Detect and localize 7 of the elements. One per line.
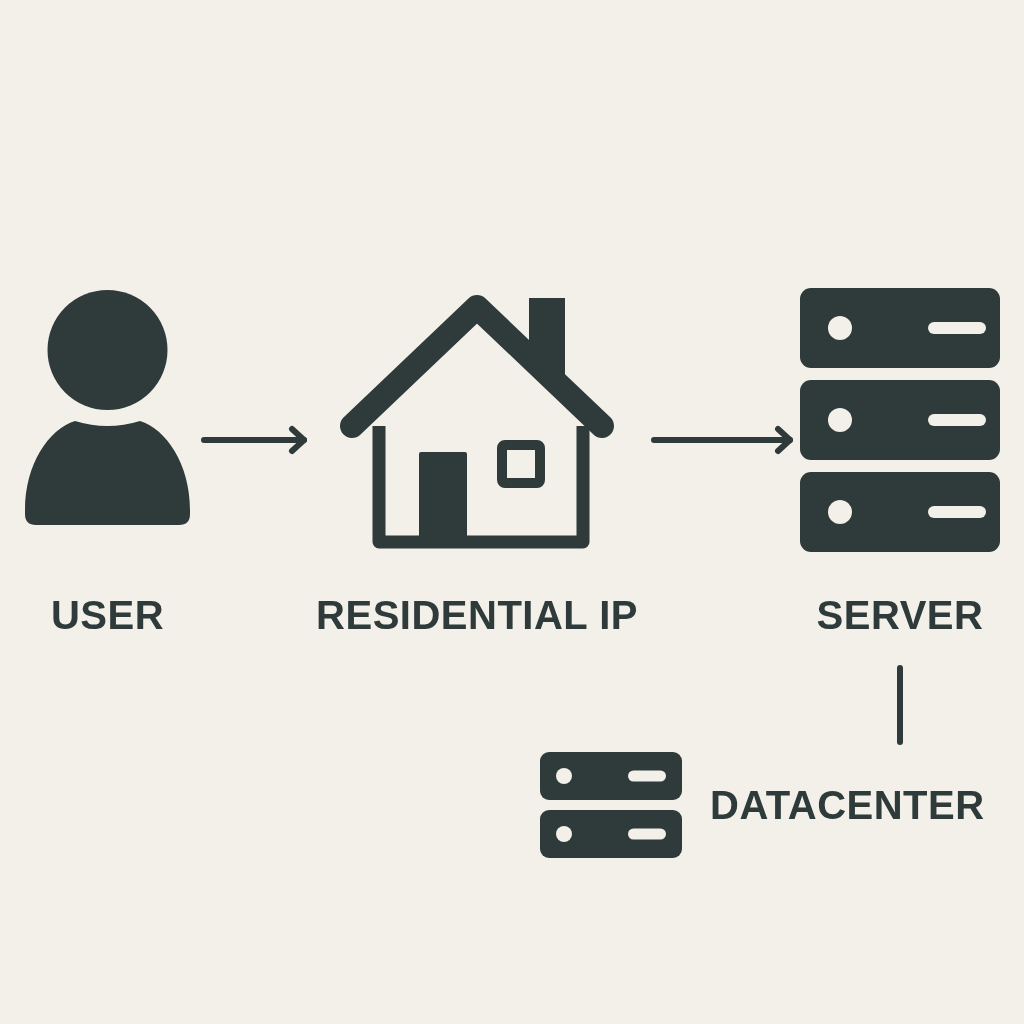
node-label: SERVER [816, 592, 984, 638]
node-label: USER [50, 592, 165, 638]
arrow [651, 426, 793, 454]
arrow [201, 426, 307, 454]
connector-line [897, 665, 903, 745]
node-label: DATACENTER [710, 782, 985, 828]
node-label: RESIDENTIAL IP [316, 592, 638, 638]
